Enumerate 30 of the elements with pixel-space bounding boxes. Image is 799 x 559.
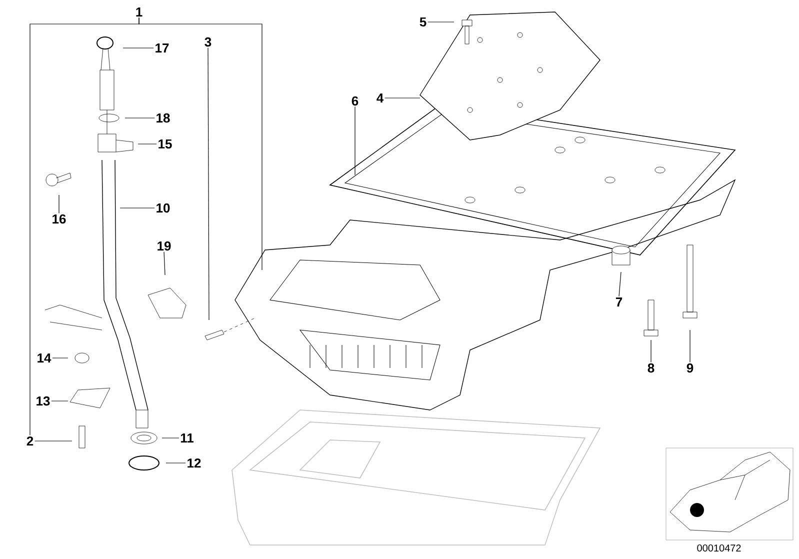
leader-line xyxy=(138,17,262,270)
callout-number: 17 xyxy=(156,44,169,52)
callout-number: 7 xyxy=(616,298,622,306)
leader-line xyxy=(164,252,166,276)
callout-number: 16 xyxy=(52,214,66,224)
leader-line xyxy=(354,106,356,176)
leader-line xyxy=(208,48,210,320)
callout-number: 6 xyxy=(352,96,358,106)
callout-number: 13 xyxy=(36,396,50,406)
callout-number: 4 xyxy=(376,94,384,102)
callout-number: 3 xyxy=(204,37,212,47)
callout-number: 19 xyxy=(158,241,171,251)
leader-line xyxy=(51,400,68,402)
callout-number: 14 xyxy=(38,354,52,362)
callout-number: 11 xyxy=(180,434,194,442)
callout-number: 2 xyxy=(26,436,34,446)
leader-line xyxy=(166,462,186,464)
leader-line xyxy=(618,272,622,297)
callout-number: 9 xyxy=(686,363,694,373)
leader-line xyxy=(34,440,72,442)
diagram-number: 00010472 xyxy=(697,544,741,552)
callout-number: 12 xyxy=(188,458,201,468)
callout-number: 15 xyxy=(158,139,172,149)
callout-number: 1 xyxy=(136,8,142,16)
leader-line xyxy=(650,340,652,362)
callout-number: 10 xyxy=(156,203,170,213)
callout-number: 5 xyxy=(420,17,426,27)
callout-number: 8 xyxy=(648,363,654,373)
callout-number: 18 xyxy=(156,113,170,123)
leader-line xyxy=(58,194,60,214)
